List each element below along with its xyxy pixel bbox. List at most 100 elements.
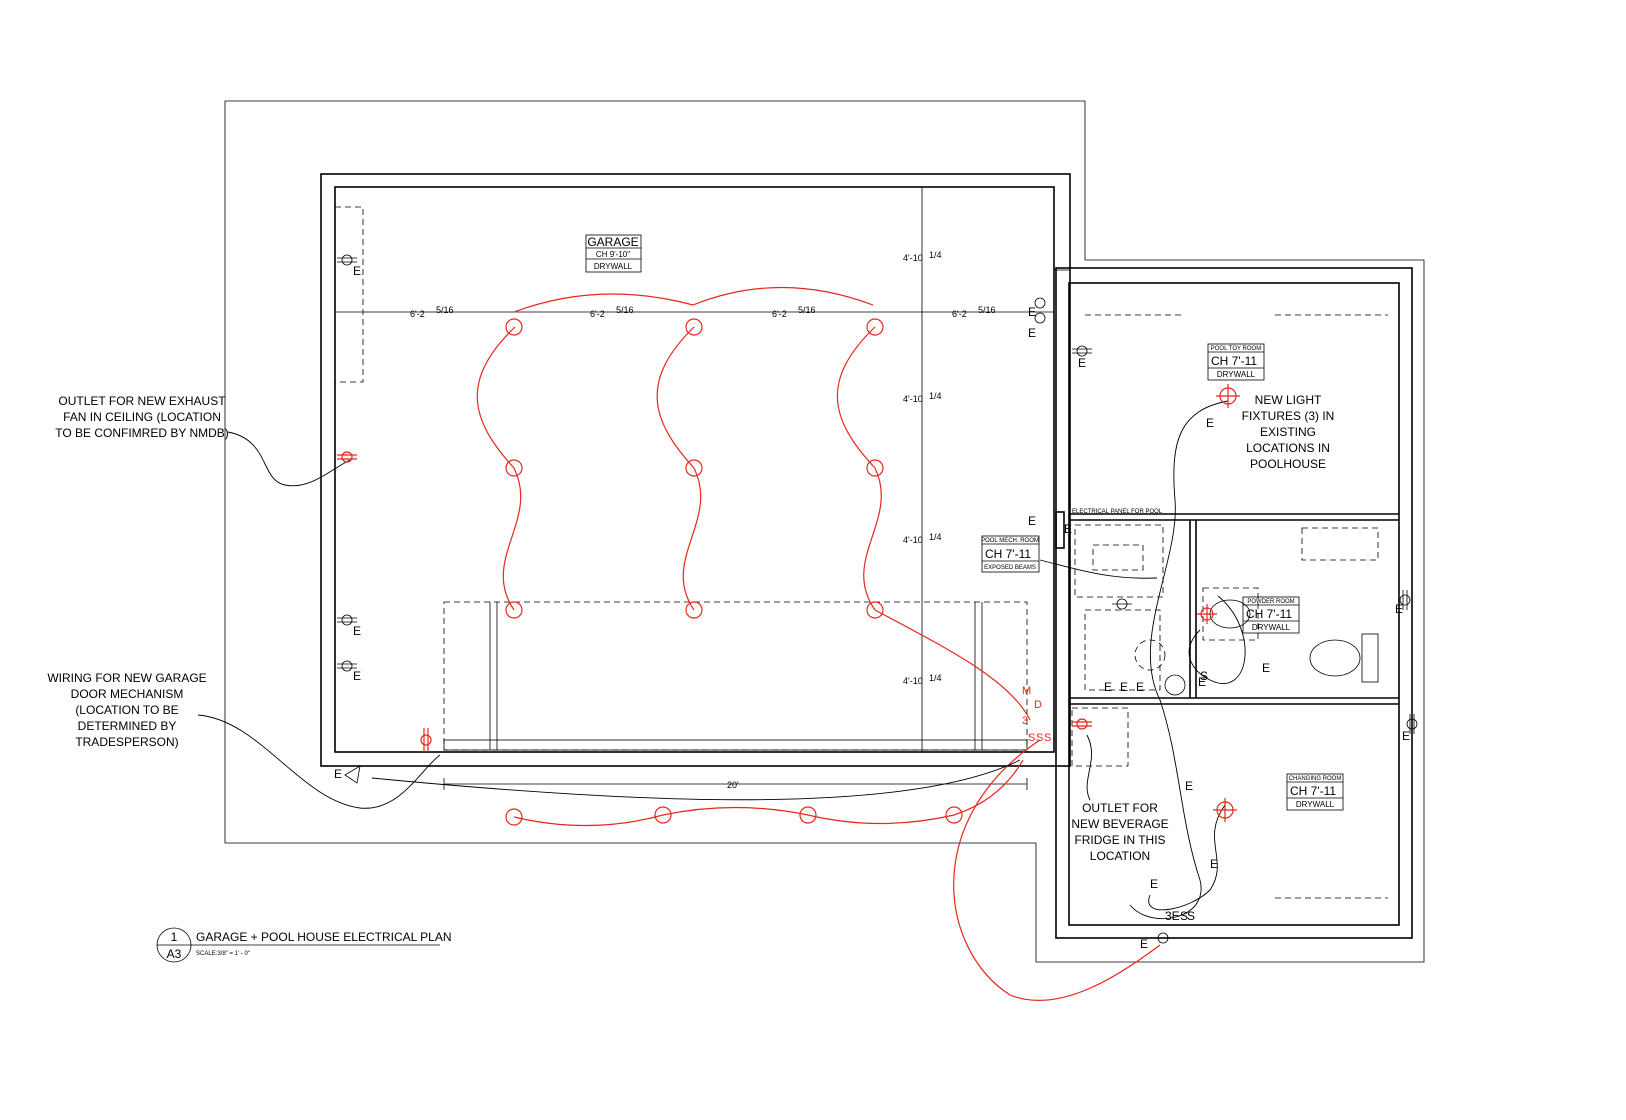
dim-v1-value: 4'-10 xyxy=(903,253,923,263)
switch-label: S xyxy=(1187,909,1195,923)
switch-label: S xyxy=(1036,732,1043,744)
existing-outlet xyxy=(337,614,357,626)
pool-toy-finish: DRYWALL xyxy=(1217,370,1256,379)
existing-outlet xyxy=(1153,932,1173,944)
light-fixture xyxy=(505,318,523,336)
note-garage-door: WIRING FOR NEW GARAGE DOOR MECHANISM (LO… xyxy=(47,671,206,749)
garage-finish: DRYWALL xyxy=(594,262,633,271)
existing-marker: E xyxy=(1140,937,1148,951)
existing-marker: E xyxy=(1064,522,1072,536)
existing-outlet xyxy=(337,660,357,672)
room-tag-pool-toy: POOL TOY ROOM CH 7'-11 DRYWALL xyxy=(1207,343,1265,381)
dim-v2-value: 4'-10 xyxy=(903,394,923,404)
note-fridge-line-3: FRIDGE IN THIS xyxy=(1074,833,1165,847)
changing-name: CHANGING ROOM xyxy=(1289,776,1342,782)
dim-vertical-3: 4'-10 1/4 xyxy=(903,532,942,545)
existing-wiring xyxy=(197,400,1246,919)
sheet-number: 1 xyxy=(171,930,178,944)
electrical-panel-label: ELECTRICAL PANEL FOR POOL xyxy=(1072,509,1163,515)
note-fixtures-line-1: NEW LIGHT xyxy=(1255,393,1322,407)
light-fixture xyxy=(685,459,703,477)
drawing-title-block: 1 A3 GARAGE + POOL HOUSE ELECTRICAL PLAN… xyxy=(156,927,452,963)
exterior-fixture-symbol xyxy=(344,765,361,784)
dim-v1-fraction: 1/4 xyxy=(929,250,942,260)
three-e-label: 3E xyxy=(1165,909,1180,923)
exterior-light-fixture xyxy=(945,806,963,824)
pool-toy-name: POOL TOY ROOM xyxy=(1211,346,1261,352)
existing-marker: E xyxy=(1120,680,1128,694)
existing-marker: E xyxy=(1104,680,1112,694)
poolhouse-fixture-crosshair xyxy=(1216,384,1240,408)
existing-marker: E xyxy=(353,669,361,683)
pool-mech-finish: EXPOSED BEAMS xyxy=(984,565,1036,571)
dim-h3-value: 6'-2 xyxy=(772,309,787,319)
note-exhaust-line-2: FAN IN CEILING (LOCATION xyxy=(63,410,221,424)
dim-vertical-2: 4'-10 1/4 xyxy=(903,391,942,404)
note-fridge-line-1: OUTLET FOR xyxy=(1082,801,1158,815)
dim-v2-fraction: 1/4 xyxy=(929,391,942,401)
mechanical-equipment xyxy=(1074,524,1186,696)
electrical-panel xyxy=(1055,511,1065,549)
note-fixtures-line-3: EXISTING xyxy=(1260,425,1316,439)
dim-h4-value: 6'-2 xyxy=(952,309,967,319)
dim-h3-fraction: 5/16 xyxy=(798,305,816,315)
garage-walls xyxy=(320,173,1071,767)
existing-marker: E xyxy=(1210,857,1218,871)
existing-marker: E xyxy=(1078,356,1086,370)
light-fixture xyxy=(685,318,703,336)
existing-outlet xyxy=(1406,714,1418,734)
changing-ceiling: CH 7'-11 xyxy=(1290,784,1336,798)
note-fridge-line-2: NEW BEVERAGE xyxy=(1071,817,1168,831)
existing-marker: E xyxy=(1262,661,1270,675)
light-fixture xyxy=(685,601,703,619)
room-tag-changing: CHANGING ROOM CH 7'-11 DRYWALL xyxy=(1286,773,1344,811)
exterior-light-fixture xyxy=(654,806,672,824)
dim-h4-fraction: 5/16 xyxy=(978,305,996,315)
new-fridge-outlet xyxy=(1072,718,1092,730)
existing-marker: E xyxy=(1028,305,1036,319)
switch-label: S xyxy=(1028,732,1035,744)
dim-h1-value: 6'-2 xyxy=(410,309,425,319)
switch-label: S xyxy=(1044,732,1051,744)
note-fixtures-line-4: LOCATIONS IN xyxy=(1246,441,1330,455)
powder-finish: DRYWALL xyxy=(1252,623,1291,632)
existing-outlet xyxy=(1399,590,1411,610)
light-fixture xyxy=(505,601,523,619)
dim-h2-value: 6'-2 xyxy=(590,309,605,319)
existing-marker: E xyxy=(353,264,361,278)
new-wiring xyxy=(476,286,1161,1001)
pool-mech-ceiling: CH 7'-11 xyxy=(985,547,1031,561)
switch-label: S xyxy=(1200,669,1208,683)
existing-marker: E xyxy=(1402,729,1410,743)
note-light-fixtures: NEW LIGHT FIXTURES (3) IN EXISTING LOCAT… xyxy=(1242,393,1335,471)
three-way-label: 3 xyxy=(1022,715,1028,727)
door-width-label: 20' xyxy=(727,780,739,790)
existing-marker: E xyxy=(1198,675,1206,689)
dim-h2-fraction: 5/16 xyxy=(616,305,634,315)
existing-marker: E xyxy=(1028,514,1036,528)
note-exhaust-line-3: TO BE CONFIMRED BY NMDB) xyxy=(55,426,229,440)
plan-title: GARAGE + POOL HOUSE ELECTRICAL PLAN xyxy=(196,930,452,944)
existing-marker: E xyxy=(1185,779,1193,793)
wire-to-poolhouse xyxy=(953,739,1161,1001)
dim-horizontal-1: 6'-2 5/16 xyxy=(410,305,454,319)
dim-horizontal-2: 6'-2 5/16 xyxy=(590,305,634,319)
dim-horizontal-4: 6'-2 5/16 xyxy=(952,305,996,319)
light-fixture xyxy=(866,459,884,477)
existing-outlet xyxy=(337,254,357,266)
garage-ceiling: CH 9'-10" xyxy=(596,250,630,259)
light-fixture xyxy=(505,459,523,477)
note-fixtures-line-5: POOLHOUSE xyxy=(1250,457,1326,471)
room-tag-pool-mech: POOL MECH. ROOM CH 7'-11 EXPOSED BEAMS xyxy=(981,535,1040,573)
motor-label: M xyxy=(1022,685,1031,697)
dim-vertical-1: 4'-10 1/4 xyxy=(903,250,942,263)
note-door-line-4: DETERMINED BY xyxy=(78,719,177,733)
dim-v4-value: 4'-10 xyxy=(903,676,923,686)
existing-marker: E xyxy=(1028,326,1036,340)
sheet-reference: A3 xyxy=(167,947,182,961)
dim-horizontal-3: 6'-2 5/16 xyxy=(772,305,816,319)
changing-finish: DRYWALL xyxy=(1296,800,1335,809)
exterior-light-fixture xyxy=(505,808,523,826)
note-door-line-3: (LOCATION TO BE xyxy=(75,703,178,717)
